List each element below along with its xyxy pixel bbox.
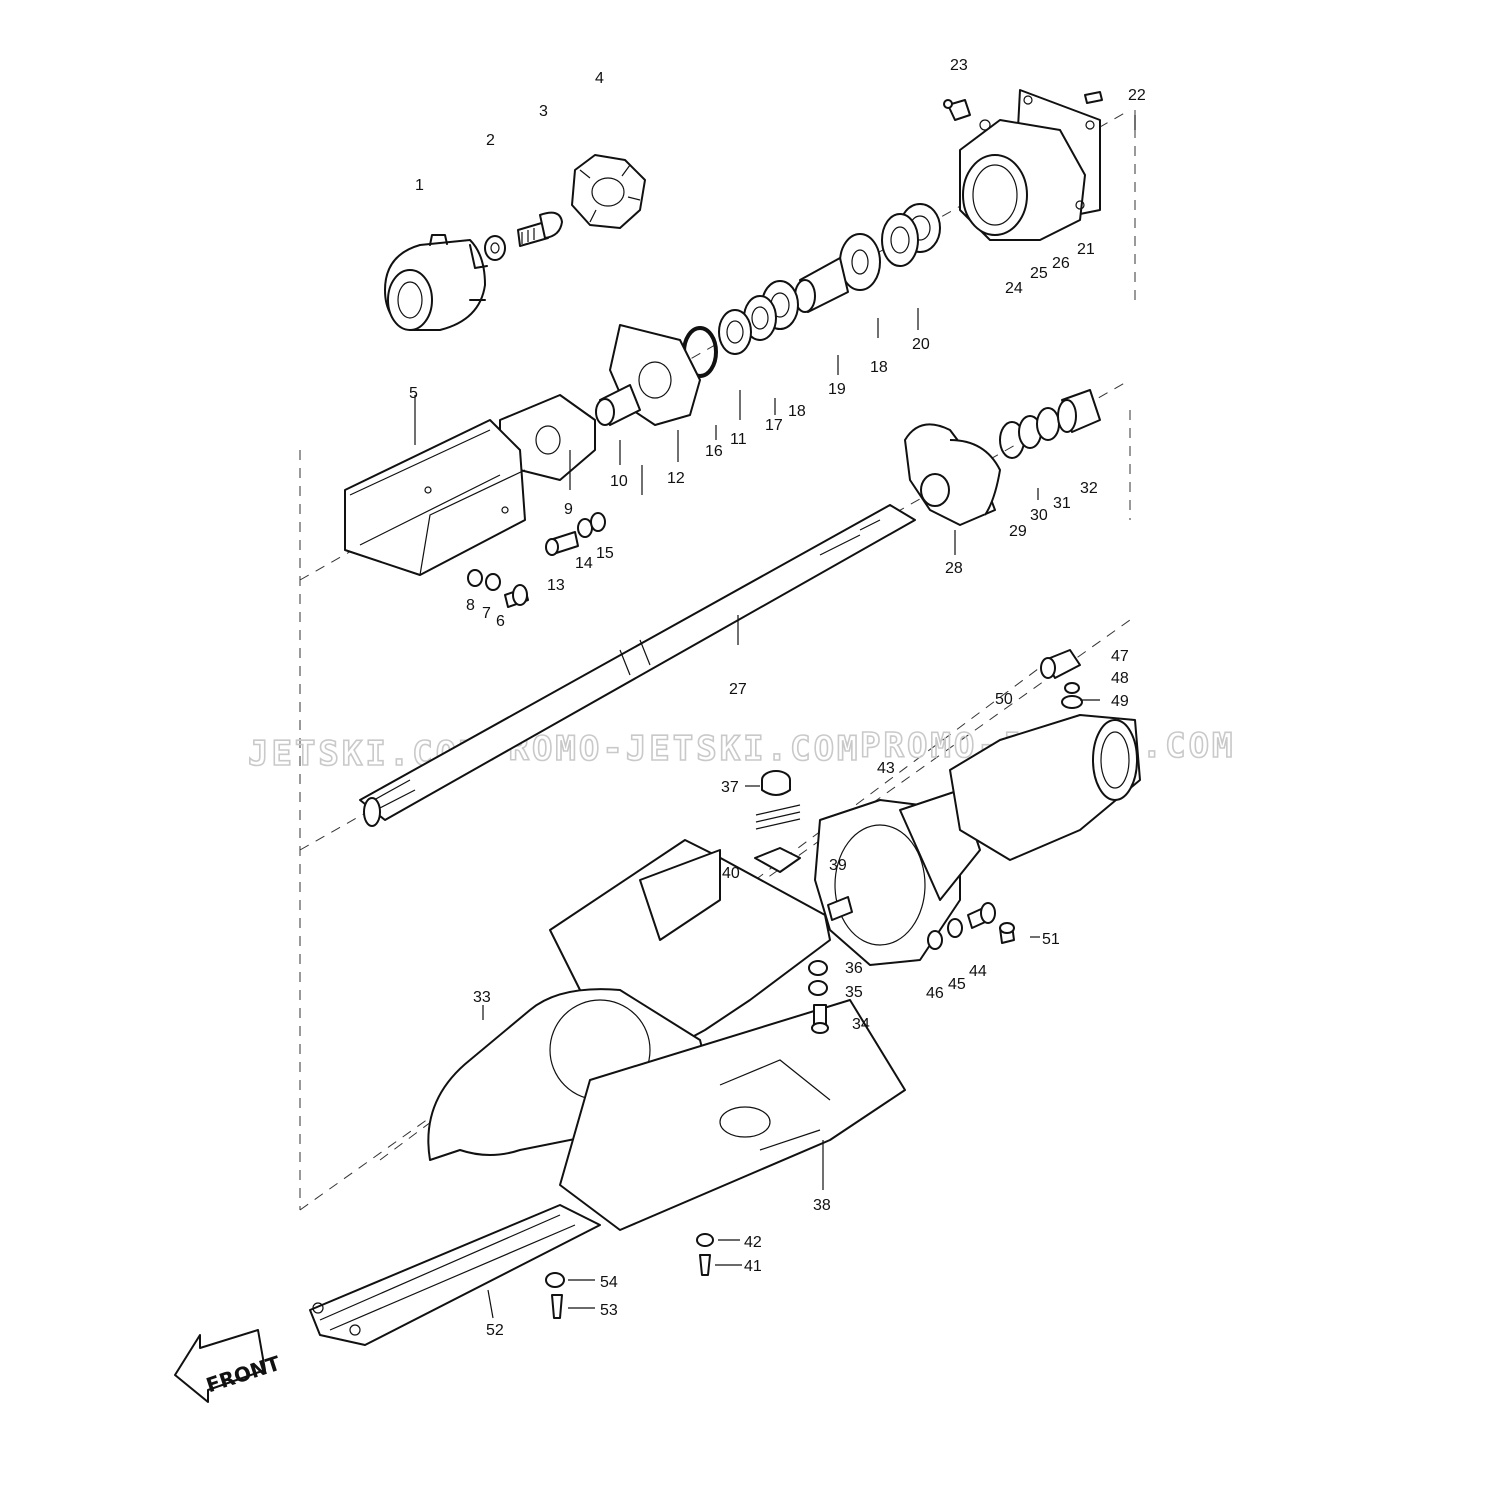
part-label: 16 [705, 443, 723, 460]
part-label: 40 [722, 865, 740, 882]
part-label: 52 [486, 1322, 504, 1339]
part-label: 41 [744, 1258, 762, 1275]
part-label: 18 [788, 403, 806, 420]
drive-shaft [359, 504, 916, 827]
part-label: 14 [575, 555, 593, 572]
part-label: 20 [912, 336, 930, 353]
bearing-chain [499, 203, 941, 481]
part-label: 43 [877, 760, 895, 777]
part-label: 51 [1042, 931, 1060, 948]
part-label: 21 [1077, 241, 1095, 258]
part-label: 35 [845, 984, 863, 1001]
part-label: 4 [595, 70, 604, 87]
part-label: 13 [547, 577, 565, 594]
part-label: 3 [539, 103, 548, 120]
part-label: 30 [1030, 507, 1048, 524]
coupling-assembly [384, 154, 646, 331]
part-label: 29 [1009, 523, 1027, 540]
part-label: 54 [600, 1274, 618, 1291]
part-label: 2 [486, 132, 495, 149]
front-direction-arrow: FRONT [174, 1329, 284, 1403]
part-label: 1 [415, 177, 424, 194]
part-label: 25 [1030, 265, 1048, 282]
part-label: 48 [1111, 670, 1129, 687]
part-label: 49 [1111, 693, 1129, 710]
part-label: 37 [721, 779, 739, 796]
part-label: 23 [950, 57, 968, 74]
part-label: 15 [596, 545, 614, 562]
part-label: 18 [870, 359, 888, 376]
part-label: 50 [995, 691, 1013, 708]
pump-mount [309, 839, 906, 1346]
part-label: 33 [473, 989, 491, 1006]
part-label: 44 [969, 963, 987, 980]
part-label: 12 [667, 470, 685, 487]
part-label: 46 [926, 985, 944, 1002]
part-label: 31 [1053, 495, 1071, 512]
bearing-housing [943, 89, 1103, 241]
part-label: 42 [744, 1234, 762, 1251]
part-label: 53 [600, 1302, 618, 1319]
pump-fasteners [754, 770, 1015, 950]
part-label: 6 [496, 613, 505, 630]
part-label: 36 [845, 960, 863, 977]
part-label: 34 [852, 1016, 870, 1033]
pump-case [814, 649, 1141, 966]
part-label: 5 [409, 385, 418, 402]
part-label: 45 [948, 976, 966, 993]
leader-lines [414, 115, 1136, 1319]
part-label: 38 [813, 1197, 831, 1214]
part-label: 39 [829, 857, 847, 874]
part-label: 11 [730, 431, 747, 448]
fasteners-small [467, 512, 606, 608]
part-label: 17 [765, 417, 783, 434]
part-label: 22 [1128, 87, 1146, 104]
part-label: 9 [564, 501, 573, 518]
part-label: 10 [610, 473, 628, 490]
part-label: 28 [945, 560, 963, 577]
part-label: 27 [729, 681, 747, 698]
part-labels: 1 2 3 4 5 6 7 8 9 10 11 12 13 14 15 16 1… [409, 57, 1146, 1339]
part-label: 47 [1111, 648, 1129, 665]
part-label: 7 [482, 605, 491, 622]
part-label: 19 [828, 381, 846, 398]
part-label: 32 [1080, 480, 1098, 497]
watermark-text-2: PROMO-JETSKI.COM [485, 729, 861, 769]
impeller-assembly [904, 389, 1101, 526]
part-label: 24 [1005, 280, 1023, 297]
part-label: 26 [1052, 255, 1070, 272]
guard-cover [344, 419, 526, 576]
part-label: 8 [466, 597, 475, 614]
